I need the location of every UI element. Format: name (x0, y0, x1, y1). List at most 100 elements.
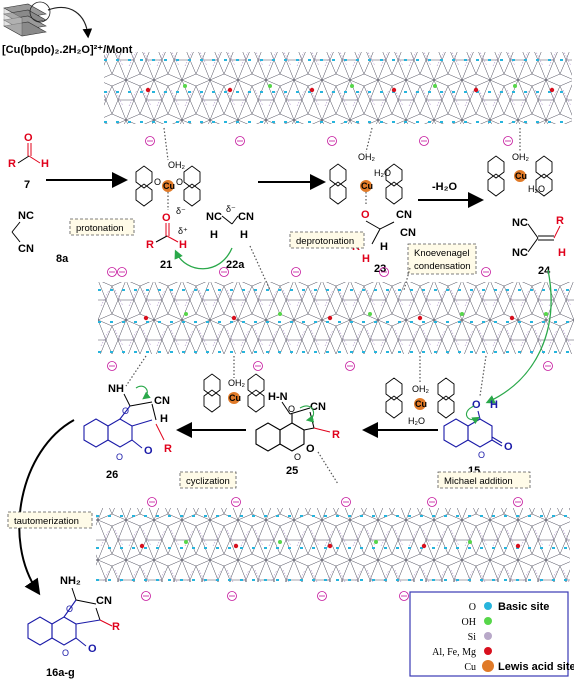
svg-text:O: O (122, 406, 129, 416)
legend-symbol: Al, Fe, Mg (432, 647, 476, 658)
step-knoevenagel: Knoevenagel condensation (407, 243, 477, 275)
svg-text:CN: CN (400, 227, 416, 239)
svg-text:Cu: Cu (515, 171, 527, 181)
svg-text:H-N: H-N (268, 391, 288, 403)
svg-text:H: H (362, 253, 370, 265)
clay-stack-icon (3, 1, 51, 37)
green-arrow-24-to-15 (485, 269, 552, 404)
svg-text:O: O (504, 441, 513, 453)
svg-text:Knoevenagel: Knoevenagel (414, 248, 469, 259)
legend-item: O Basic site (469, 601, 550, 613)
svg-text:NH₂: NH₂ (60, 575, 81, 587)
svg-text:O: O (116, 452, 123, 462)
svg-text:CN: CN (96, 595, 112, 607)
svg-text:H₂O: H₂O (528, 184, 545, 194)
step-deprotonation: deprotonation (289, 231, 365, 249)
svg-text:O: O (176, 177, 183, 187)
svg-text:CN: CN (310, 401, 326, 413)
legend-item: Si (468, 632, 492, 643)
catalyst-arrow (47, 6, 93, 39)
hydroxycoumarin-15: O H O O (443, 355, 513, 460)
clay-layer-1 (104, 52, 572, 124)
svg-text:Cu: Cu (415, 399, 427, 409)
green-arrow-15 (465, 405, 480, 425)
negative-charges-row-5 (141, 591, 409, 601)
svg-text:condensation: condensation (414, 261, 471, 272)
svg-text:O: O (154, 177, 161, 187)
svg-text:δ⁻: δ⁻ (176, 206, 186, 216)
legend-swatch (484, 632, 492, 640)
svg-text:H: H (210, 229, 218, 241)
compound-label-8a: 8a (56, 253, 69, 265)
svg-text:H₂O: H₂O (408, 416, 425, 426)
step-protonation: protonation (69, 218, 135, 236)
dotted-link-22a (249, 245, 271, 291)
negative-charges-row-2 (107, 267, 491, 277)
negative-charges-row-4 (147, 497, 523, 507)
svg-text:R: R (146, 239, 154, 251)
svg-text:δ⁻: δ⁻ (226, 204, 236, 214)
svg-text:H: H (490, 399, 498, 411)
legend-swatch (484, 647, 492, 655)
malononitrile-8a: NC CN (11, 210, 34, 255)
cu-complex-21: Cu OH₂ O O O δ⁻ R H δ⁺ (135, 127, 201, 251)
svg-text:CN: CN (154, 395, 170, 407)
svg-text:OH₂: OH₂ (358, 152, 376, 162)
svg-text:deprotonation: deprotonation (296, 236, 354, 247)
svg-text:Cu: Cu (229, 393, 241, 403)
svg-text:H₂O: H₂O (374, 168, 391, 178)
svg-text:O: O (306, 443, 315, 455)
product-16: NH₂ CN R O O O (27, 575, 120, 658)
svg-text:cyclization: cyclization (186, 476, 230, 487)
svg-text:O: O (88, 643, 97, 655)
svg-text:OH₂: OH₂ (512, 152, 530, 162)
svg-text:Michael addition: Michael addition (444, 476, 513, 487)
cu-complex-23: OH₂ Cu H₂O O CN CN R H H (329, 127, 416, 265)
svg-text:O: O (478, 450, 485, 460)
cu-complex-regenerated: OH₂ Cu H₂O (487, 128, 553, 197)
svg-text:O: O (144, 445, 153, 457)
svg-text:H: H (179, 239, 187, 251)
compound-label-22a: 22a (226, 259, 245, 271)
legend-swatch (482, 660, 494, 672)
svg-text:O: O (288, 404, 295, 414)
svg-text:Cu: Cu (163, 181, 175, 191)
dotted-link-23 (403, 267, 411, 291)
svg-text:O: O (472, 399, 481, 411)
svg-text:tautomerization: tautomerization (14, 516, 79, 527)
svg-text:H: H (380, 241, 388, 253)
compound-label-24: 24 (538, 265, 551, 277)
legend-symbol: O (469, 602, 476, 613)
compound-label-21: 21 (160, 259, 172, 271)
compound-label-26: 26 (106, 469, 118, 481)
aldehyde-7: O R H (8, 132, 49, 170)
svg-text:CN: CN (18, 243, 34, 255)
legend-desc: Lewis acid site (498, 661, 574, 673)
negative-charges-row-1 (145, 136, 513, 146)
cu-complex-mid-center: OH₂ Cu (203, 356, 265, 413)
catalyst-label: [Cu(bpdo)₂.2H₂O]²⁺/Mont (2, 44, 133, 56)
svg-text:H: H (160, 413, 168, 425)
svg-text:R: R (8, 158, 16, 170)
legend-symbol: Si (468, 632, 477, 643)
compound-label-25: 25 (286, 465, 298, 477)
cu-complex-mid-right: OH₂ Cu H₂O (385, 356, 455, 426)
svg-text:NC: NC (512, 247, 528, 259)
svg-text:NH: NH (108, 383, 124, 395)
svg-text:R: R (332, 429, 340, 441)
svg-text:H: H (558, 247, 566, 259)
step-michael-addition: Michael addition (437, 471, 531, 489)
svg-text:NC: NC (18, 210, 34, 222)
svg-text:δ⁺: δ⁺ (178, 226, 188, 236)
svg-text:R: R (164, 443, 172, 455)
svg-text:H: H (41, 158, 49, 170)
compound-label-16: 16a-g (46, 667, 75, 679)
legend-item: OH (462, 617, 492, 628)
svg-text:R: R (112, 621, 120, 633)
legend-desc: Basic site (498, 601, 549, 613)
svg-text:NC: NC (206, 211, 222, 223)
legend-swatch (484, 617, 492, 625)
